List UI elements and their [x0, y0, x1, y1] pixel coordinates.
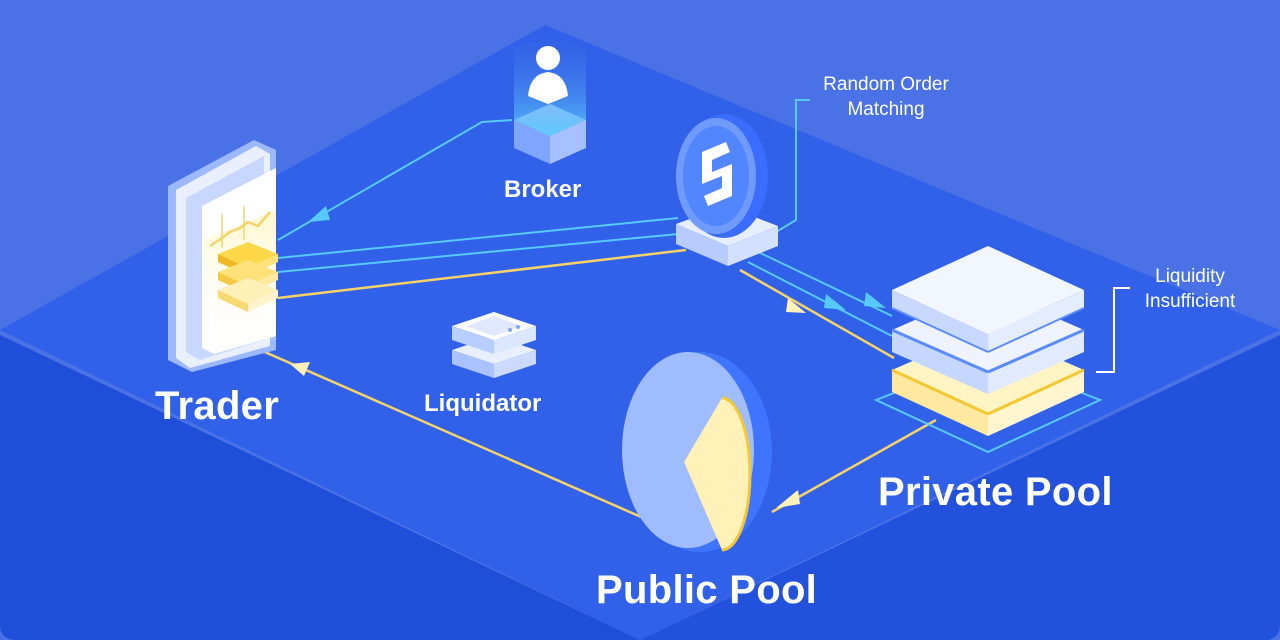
arrow-yellow-to-pool-icon — [786, 298, 806, 313]
liquidity-insufficient-callout: Liquidity Insufficient — [1128, 264, 1252, 314]
public-to-trader-line — [241, 340, 649, 522]
floor-front-left — [0, 335, 640, 640]
arrow-to-pool-icon-1 — [864, 292, 886, 308]
floor-front-right — [640, 335, 1280, 640]
broker-icon — [514, 36, 586, 164]
matcher-to-pool-yellow-line — [739, 268, 895, 360]
public-pool-icon — [622, 352, 772, 552]
liquidator-icon — [452, 312, 536, 378]
liquidity-leader — [1096, 287, 1130, 373]
matcher-to-pool-line-2 — [747, 261, 893, 337]
matching-engine-icon — [676, 114, 778, 266]
liquidity-line-1: Liquidity — [1155, 266, 1225, 287]
arrow-to-public-icon — [776, 490, 800, 508]
liquidator-label: Liquidator — [424, 390, 542, 417]
random-order-leader — [775, 99, 810, 233]
trader-label: Trader — [155, 384, 280, 428]
broker-label: Broker — [504, 176, 582, 203]
matcher-to-trader-line-2 — [277, 233, 679, 273]
private-pool-label: Private Pool — [878, 470, 1113, 514]
trader-phone-icon — [168, 140, 278, 372]
floor-platform — [0, 25, 1280, 640]
random-order-line-2: Matching — [847, 99, 925, 120]
arrow-to-pool-icon-2 — [824, 294, 846, 310]
arrow-to-trader-icon — [308, 206, 330, 222]
liquidity-line-2: Insufficient — [1144, 291, 1236, 312]
trader-to-matcher-yellow-line — [277, 248, 687, 300]
private-pool-icon — [873, 246, 1103, 454]
matcher-to-trader-line-1 — [277, 217, 679, 259]
random-order-line-1: Random Order — [823, 74, 949, 95]
broker-to-trader-line — [277, 119, 513, 241]
arrow-public-to-trader-icon — [290, 362, 310, 376]
public-pool-label: Public Pool — [596, 568, 818, 612]
random-order-matching-callout: Random Order Matching — [806, 72, 966, 122]
private-to-public-line — [771, 418, 937, 514]
